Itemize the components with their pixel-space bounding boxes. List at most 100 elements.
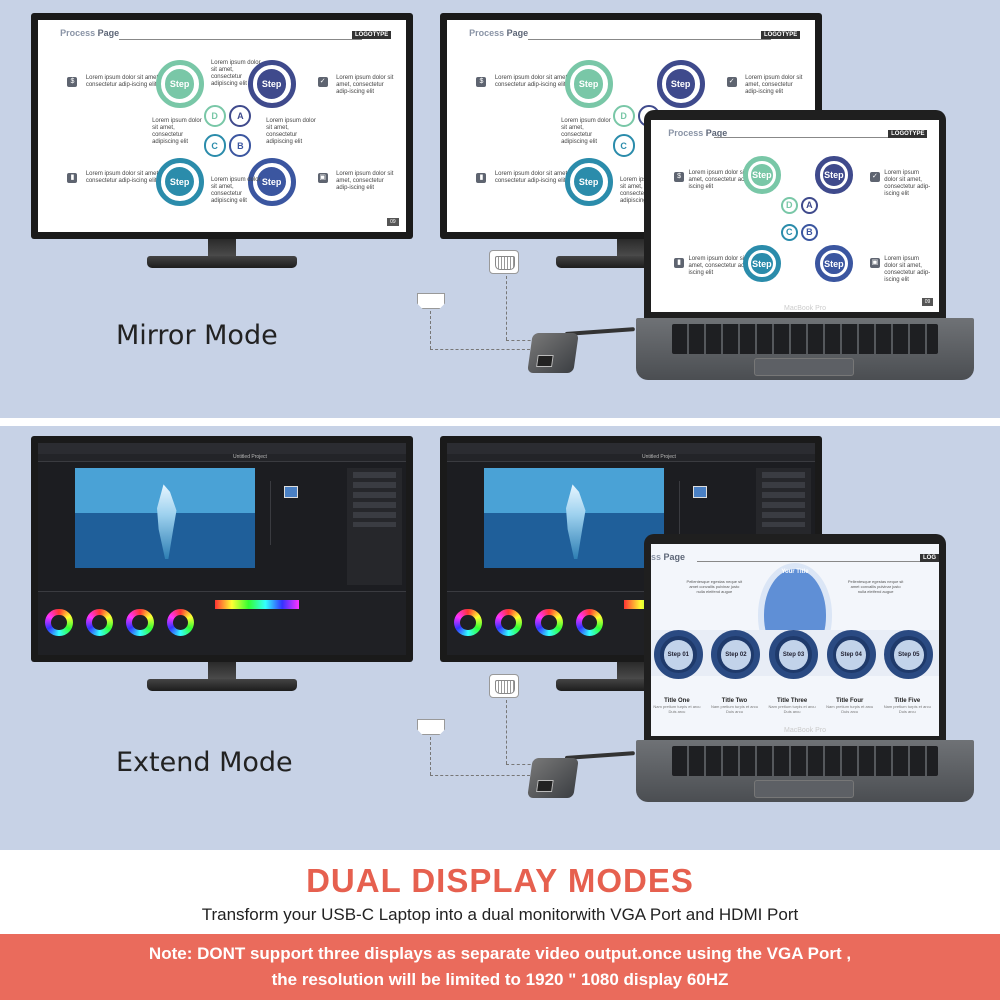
slide-text: Lorem ipsum dolor sit amet, consectetur … — [745, 75, 803, 96]
editor-menubar — [447, 443, 815, 454]
logotype: LOGOTYPE — [351, 30, 392, 39]
ethernet-port-icon — [536, 355, 554, 367]
step-circle: Step — [155, 60, 204, 109]
headline: DUAL DISPLAY MODES — [306, 862, 694, 899]
logotype: LOG — [920, 553, 939, 562]
checkbox-icon: ✓ — [726, 77, 737, 88]
bar-chart-icon: ▮ — [476, 172, 487, 183]
letter-c: C — [780, 223, 798, 241]
monitor-base — [147, 256, 297, 268]
slide-text: Lorem ipsum dolor sit amet, consectetur … — [494, 75, 569, 89]
letter-c: C — [203, 134, 226, 157]
color-wheel — [494, 608, 523, 637]
vga-connector-line — [506, 276, 507, 340]
hdmi-port-icon — [417, 293, 445, 309]
checkbox-icon: ✓ — [869, 171, 880, 182]
page-number: 09 — [921, 298, 934, 307]
dollar-icon: $ — [674, 171, 685, 182]
color-wheel — [85, 608, 114, 637]
title-rule — [714, 137, 905, 139]
step-circle: Step 01 — [653, 630, 703, 680]
vga-port-icon — [489, 674, 519, 698]
logotype: LOGOTYPE — [760, 30, 801, 39]
slide-text: Lorem ipsum dolor sit amet, consectetur … — [494, 170, 569, 184]
logotype: LOGOTYPE — [888, 129, 928, 138]
dollar-icon: $ — [476, 77, 487, 88]
letter-a: A — [229, 104, 252, 127]
color-wheel — [45, 608, 73, 637]
extend-mode-panel: Untitled Project Untitled Project — [0, 426, 1000, 850]
step-circle: Step — [247, 157, 296, 206]
briefcase-icon: ▣ — [869, 258, 880, 269]
title-rule — [697, 561, 922, 563]
note-banner: Note: DONT support three displays as sep… — [0, 934, 1000, 1000]
process-slide: Process Page LOGOTYPE $ Lorem ipsum dolo… — [651, 120, 939, 312]
checkbox-icon: ✓ — [317, 77, 328, 88]
iceberg-image — [566, 484, 586, 560]
color-wheel — [454, 608, 482, 637]
step-circle: Step — [815, 244, 853, 283]
monitor-left: Untitled Project — [31, 436, 413, 662]
step-circle: Step 05 — [884, 630, 934, 680]
note-line: Note: DONT support three displays as sep… — [148, 944, 852, 963]
step-circle: Step — [656, 60, 705, 109]
editor-menubar — [38, 443, 406, 454]
monitor-left: Process Page LOGOTYPE $ Lorem ipsum dolo… — [31, 13, 413, 239]
slide-title: Process Page — [60, 28, 120, 39]
steps-infographic: ss Page LOG Pellentesque egestas neque s… — [651, 544, 939, 736]
step-circle: Step — [155, 157, 204, 206]
letter-b: B — [229, 134, 252, 157]
project-title: Untitled Project — [233, 453, 267, 460]
step-circle: Step 03 — [769, 630, 819, 680]
video-editor: Untitled Project — [38, 443, 406, 655]
hdmi-connector-line — [430, 775, 530, 776]
curves-spectrum — [214, 599, 300, 609]
letter-d: D — [612, 104, 635, 127]
vga-connector-line — [506, 700, 507, 764]
note-line: the resolution will be limited to 1920 "… — [271, 970, 729, 989]
trackpad — [754, 358, 854, 376]
mirror-mode-label: Mirror Mode — [116, 320, 278, 351]
slide-text: Lorem ipsum dolor sit amet, consectetur … — [884, 256, 931, 284]
letter-d: D — [203, 104, 226, 127]
subheadline: Transform your USB-C Laptop into a dual … — [201, 905, 799, 924]
iceberg-image — [157, 484, 177, 560]
slide-text: Lorem ipsum dolor sit amet, consectetur … — [336, 75, 394, 96]
bar-chart-icon: ▮ — [67, 172, 78, 183]
side-text: Pellentesque egestas neque sit amet conv… — [686, 578, 743, 594]
slide-text: Lorem ipsum dolor sit amet, consectetur … — [210, 176, 261, 204]
briefcase-icon: ▣ — [317, 172, 328, 183]
hdmi-connector-line — [430, 349, 530, 350]
monitor-stand — [208, 662, 236, 684]
panel-divider — [0, 418, 1000, 426]
vga-port-icon — [489, 250, 519, 274]
vga-connector-line — [506, 340, 536, 341]
step-circle: Step — [743, 244, 781, 283]
slide-text: Lorem ipsum dolor sit amet, consectetur … — [688, 256, 752, 277]
slide-text: Lorem ipsum dolor sit amet, consectetur … — [152, 117, 202, 145]
editor-sidebar — [347, 468, 403, 586]
laptop-lid: ss Page LOG Pellentesque egestas neque s… — [644, 534, 946, 744]
bar-chart-icon: ▮ — [674, 258, 685, 269]
slide-text: Lorem ipsum dolor sit amet, consectetur … — [85, 75, 160, 89]
hdmi-port-icon — [417, 719, 445, 735]
slide-title: ss Page — [651, 551, 686, 562]
editor-toolbar: Untitled Project — [38, 453, 406, 463]
node-editor — [269, 481, 336, 545]
monitor-stand — [617, 662, 645, 684]
hdmi-connector-line — [430, 311, 431, 349]
editor-toolbar: Untitled Project — [447, 453, 815, 463]
ethernet-port-icon — [536, 780, 554, 792]
slide-text: Lorem ipsum dolor sit amet, consectetur … — [85, 170, 160, 184]
slide-text: Lorem ipsum dolor sit amet, consectetur … — [884, 169, 931, 197]
letter-b: B — [800, 223, 819, 241]
mirror-mode-panel: Process Page LOGOTYPE $ Lorem ipsum dolo… — [0, 0, 1000, 418]
keyboard — [672, 324, 938, 354]
laptop-brand: MacBook Pro — [783, 305, 827, 312]
step-circle: Step — [815, 156, 853, 194]
letter-c: C — [612, 134, 635, 157]
